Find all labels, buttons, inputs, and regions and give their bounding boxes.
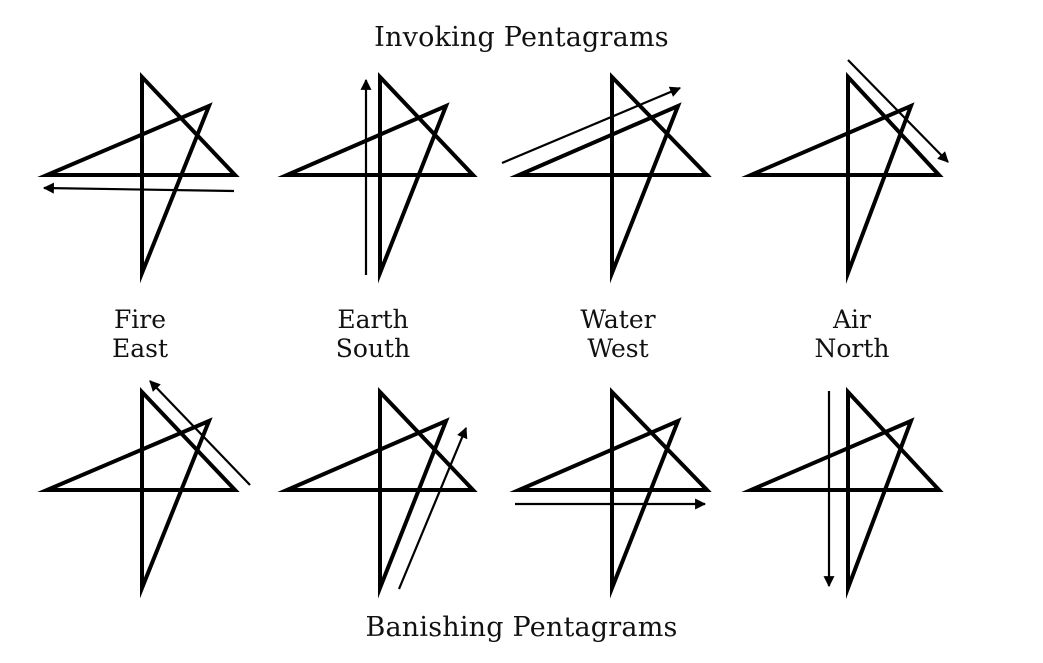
- banishing-heading: Banishing Pentagrams: [365, 612, 678, 643]
- label-fire-east: Fire East: [60, 305, 220, 363]
- banishing-arrow-earth: [397, 426, 468, 590]
- invoking-pentagram-earth: [277, 71, 478, 284]
- element-name: Fire: [113, 305, 167, 334]
- invoking-pentagram-water: [509, 72, 712, 284]
- banishing-pentagram-water: [509, 387, 712, 599]
- element-name: Earth: [337, 305, 409, 334]
- direction-name: North: [814, 334, 890, 363]
- invoking-pentagram-air: [741, 71, 944, 284]
- banishing-arrow-fire: [149, 380, 251, 486]
- direction-name: South: [335, 334, 411, 363]
- invoking-heading: Invoking Pentagrams: [374, 22, 669, 53]
- invoking-arrow-fire: [42, 182, 235, 194]
- invoking-arrow-air: [847, 59, 949, 163]
- label-earth-south: Earth South: [293, 305, 453, 363]
- direction-name: West: [587, 334, 649, 363]
- invoking-pentagram-fire: [37, 71, 240, 284]
- element-name: Water: [580, 305, 656, 334]
- banishing-pentagram-air: [741, 386, 944, 599]
- direction-name: East: [111, 334, 169, 363]
- label-water-west: Water West: [538, 305, 698, 363]
- banishing-pentagram-earth: [277, 386, 478, 599]
- banishing-pentagram-fire: [37, 386, 240, 599]
- invoking-arrow-water: [501, 86, 682, 165]
- label-air-north: Air North: [772, 305, 932, 363]
- element-name: Air: [832, 305, 871, 334]
